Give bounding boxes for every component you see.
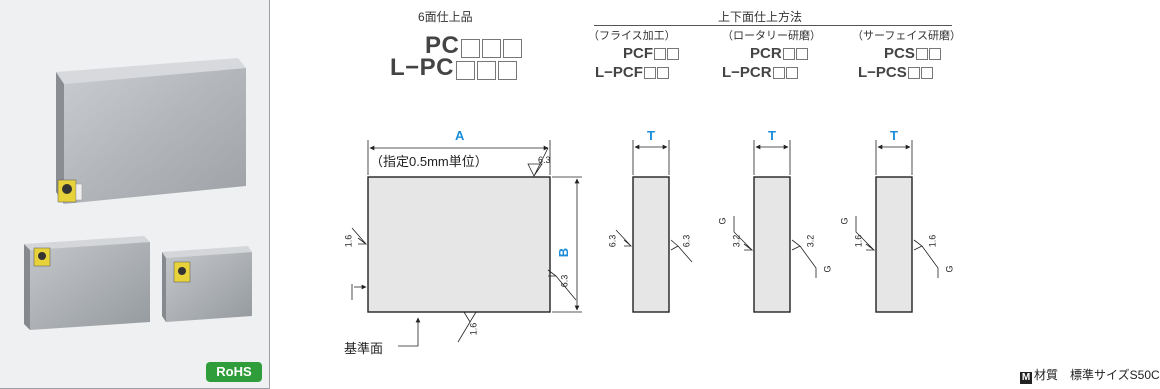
method-name-rotary: （ロータリー研磨） bbox=[722, 30, 821, 42]
top-bottom-method-label: 上下面仕上方法 bbox=[718, 10, 803, 24]
side-view-pcr bbox=[733, 140, 817, 313]
roughness-pcr-left: 3.2 bbox=[731, 234, 742, 248]
dim-a-label: A bbox=[455, 128, 465, 143]
roughness-pcs-right: 1.6 bbox=[927, 234, 938, 248]
method-code-lpcf: L−PCF bbox=[595, 64, 669, 82]
roughness-b-right: 6.3 bbox=[559, 274, 570, 288]
method-code-pcf: PCF bbox=[623, 45, 679, 63]
roughness-pcf-left: 6.3 bbox=[607, 234, 618, 248]
g-pcs-top: G bbox=[839, 217, 850, 225]
side-view-pcs bbox=[855, 140, 939, 313]
blank-boxes bbox=[459, 39, 523, 59]
side-view-pcf bbox=[615, 140, 693, 313]
label-sticker-icon bbox=[57, 179, 83, 203]
material-text: 材質 標準サイズS50C bbox=[1034, 368, 1160, 382]
method-code-lpcr: L−PCR bbox=[722, 64, 798, 82]
method-code-lpcs: L−PCS bbox=[858, 64, 933, 82]
dim-t-label-3: T bbox=[890, 128, 898, 143]
small-plate bbox=[162, 246, 252, 322]
method-code-pcs: PCS bbox=[884, 45, 941, 63]
product-photo-panel: RoHS bbox=[0, 0, 270, 389]
roughness-a-top: 6.3 bbox=[538, 155, 551, 165]
reference-face-label: 基準面 bbox=[344, 341, 384, 356]
rohs-badge: RoHS bbox=[206, 362, 262, 382]
large-plate bbox=[56, 58, 246, 204]
product-photo bbox=[24, 58, 252, 330]
method-name-milling: （フライス加工） bbox=[588, 30, 676, 42]
roughness-left: 1.6 bbox=[343, 234, 354, 248]
roughness-pcs-left: 1.6 bbox=[853, 234, 864, 248]
roughness-pcr-right: 3.2 bbox=[805, 234, 816, 248]
pc-code: PC bbox=[425, 32, 460, 59]
lpc-code: L−PC bbox=[390, 54, 455, 81]
a-increment-note: （指定0.5mm単位） bbox=[370, 154, 488, 169]
dim-t-label-2: T bbox=[768, 128, 776, 143]
pc-code-row: PC bbox=[425, 32, 523, 60]
method-name-surface: （サーフェイス研磨） bbox=[852, 30, 962, 42]
g-pcr-top: G bbox=[717, 217, 728, 225]
header-rule bbox=[594, 25, 952, 26]
material-icon: M bbox=[1020, 372, 1032, 384]
blank-boxes bbox=[454, 61, 518, 81]
front-view bbox=[351, 140, 582, 347]
dim-t-label-1: T bbox=[647, 128, 655, 143]
six-face-label: 6面仕上品 bbox=[418, 10, 473, 24]
roughness-pcf-right: 6.3 bbox=[681, 234, 692, 248]
lpc-code-row: L−PC bbox=[390, 54, 518, 82]
g-pcs-bottom: G bbox=[944, 265, 955, 273]
roughness-bottom: 1.6 bbox=[468, 322, 479, 336]
dim-b-label: B bbox=[556, 247, 572, 258]
method-code-pcr: PCR bbox=[750, 45, 808, 63]
medium-plate bbox=[24, 236, 150, 330]
g-pcr-bottom: G bbox=[822, 265, 833, 273]
